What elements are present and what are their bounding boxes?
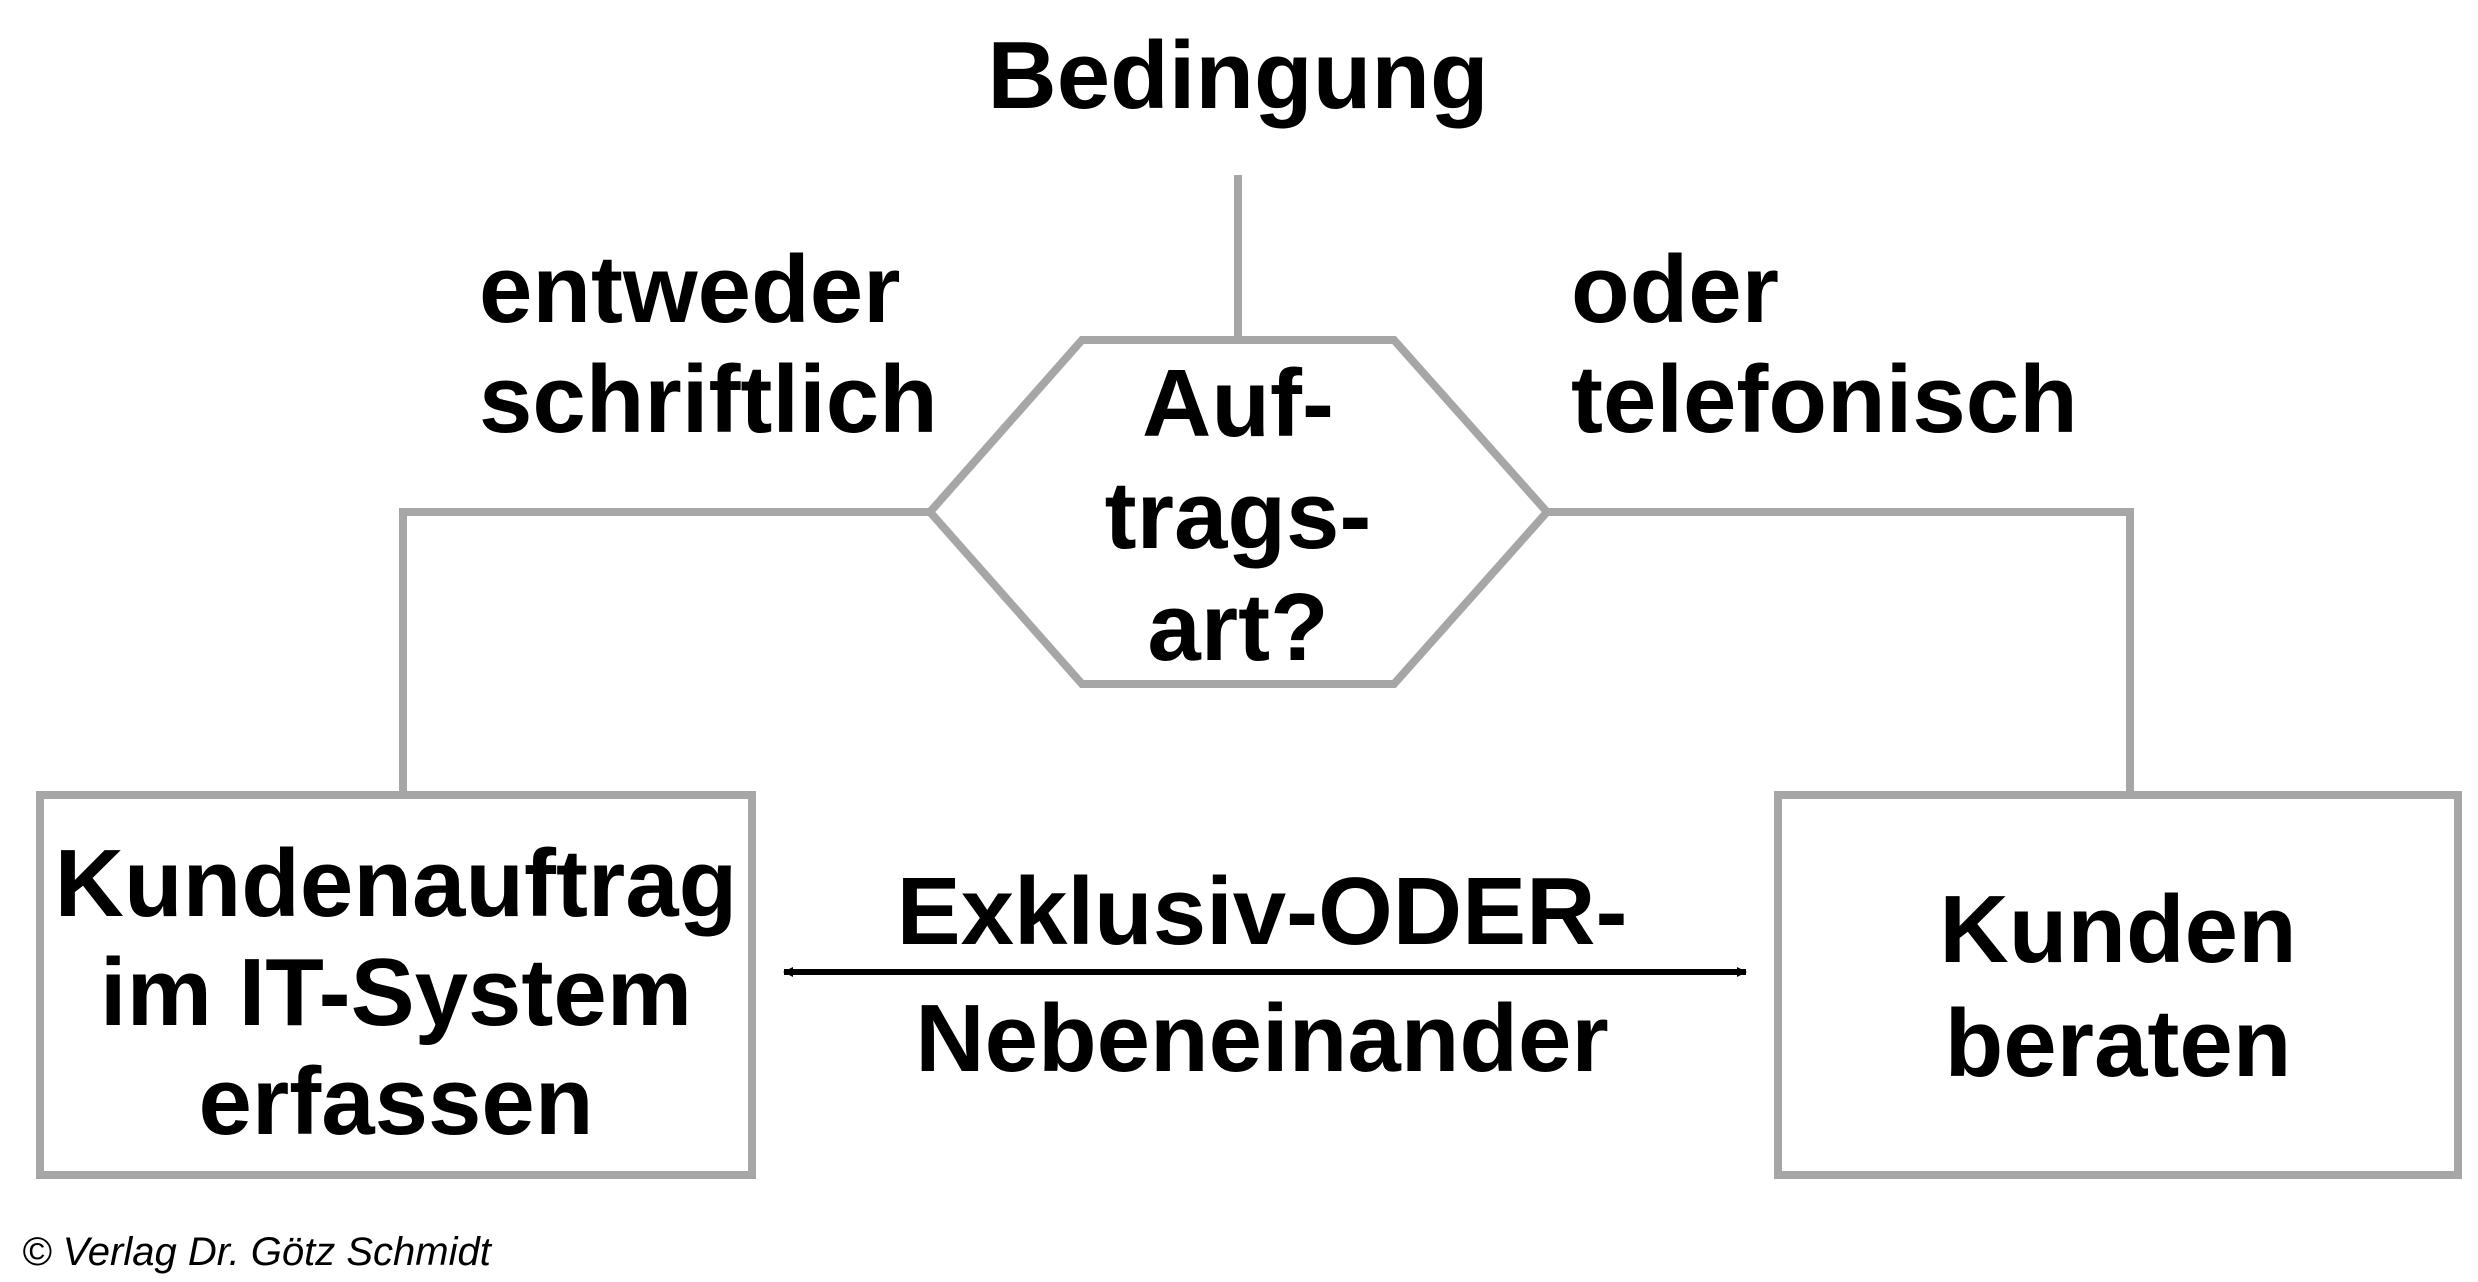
right-branch-line-1: oder	[1571, 236, 1779, 343]
right-branch-label: oder telefonisch	[1571, 236, 2078, 453]
right-branch-connector	[1547, 508, 2134, 792]
right-branch-line-2: telefonisch	[1571, 346, 2078, 453]
right-action-line-1: Kunden	[1939, 876, 2296, 983]
left-branch-label: entweder schriftlich	[479, 236, 938, 453]
left-action-label: Kundenauftrag im IT-System erfassen	[55, 830, 738, 1155]
diagram-title: Bedingung	[987, 22, 1488, 129]
right-action-line-2: beraten	[1945, 990, 2292, 1097]
left-branch-line-1: entweder	[479, 236, 900, 343]
left-branch-line-2: schriftlich	[479, 346, 938, 453]
right-action-box	[1774, 791, 2462, 1179]
relation-line-2: Nebeneinander	[915, 985, 1609, 1092]
relation-label: Exklusiv-ODER- Nebeneinander	[897, 858, 1628, 1092]
left-action-box	[36, 791, 756, 1179]
relation-line-1: Exklusiv-ODER-	[897, 858, 1628, 965]
decision-label: Auf- trags- art?	[1105, 350, 1372, 681]
left-branch-connector	[399, 508, 930, 792]
copyright-notice: © Verlag Dr. Götz Schmidt	[22, 1230, 493, 1274]
decision-line-1: Auf-	[1142, 350, 1334, 457]
decision-line-2: trags-	[1105, 462, 1372, 569]
left-action-line-3: erfassen	[199, 1048, 594, 1155]
left-action-line-1: Kundenauftrag	[55, 830, 738, 937]
left-action-line-2: im IT-System	[100, 939, 692, 1046]
right-action-label: Kunden beraten	[1939, 876, 2296, 1097]
decision-line-3: art?	[1147, 574, 1328, 681]
